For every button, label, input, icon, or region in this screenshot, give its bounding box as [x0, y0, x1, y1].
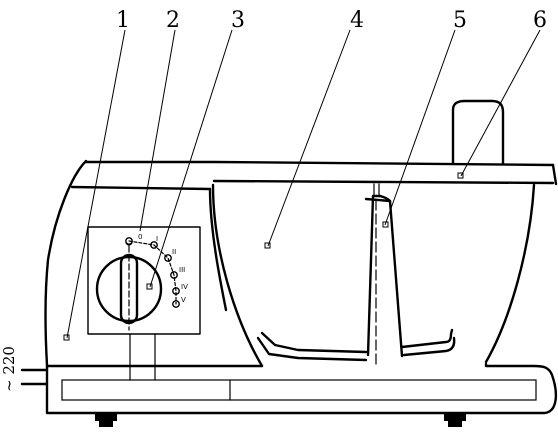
feet	[95, 413, 466, 427]
mixing-bowl	[211, 183, 536, 368]
motor-head	[451, 99, 505, 166]
dial-label-2: II	[172, 248, 176, 256]
control-panel	[87, 226, 201, 381]
kneading-hook	[256, 183, 456, 369]
dial-label-3: III	[179, 266, 185, 274]
callout-4: 4	[350, 8, 364, 33]
dial-label-1: I	[156, 235, 158, 243]
mixer-body	[44, 159, 558, 415]
voltage-label: ~ 220	[0, 346, 18, 392]
callout-3: 3	[231, 8, 245, 33]
callout-6: 6	[533, 8, 547, 33]
speed-dial: 0 I II III IV V	[95, 233, 188, 331]
callout-2: 2	[166, 8, 180, 33]
callout-5: 5	[453, 8, 467, 33]
dial-label-4: IV	[181, 283, 188, 291]
leader-lines	[63, 29, 541, 341]
dial-label-0: 0	[138, 233, 142, 241]
callout-1: 1	[116, 8, 130, 33]
power-plug	[20, 368, 49, 386]
dial-label-5: V	[181, 296, 186, 304]
